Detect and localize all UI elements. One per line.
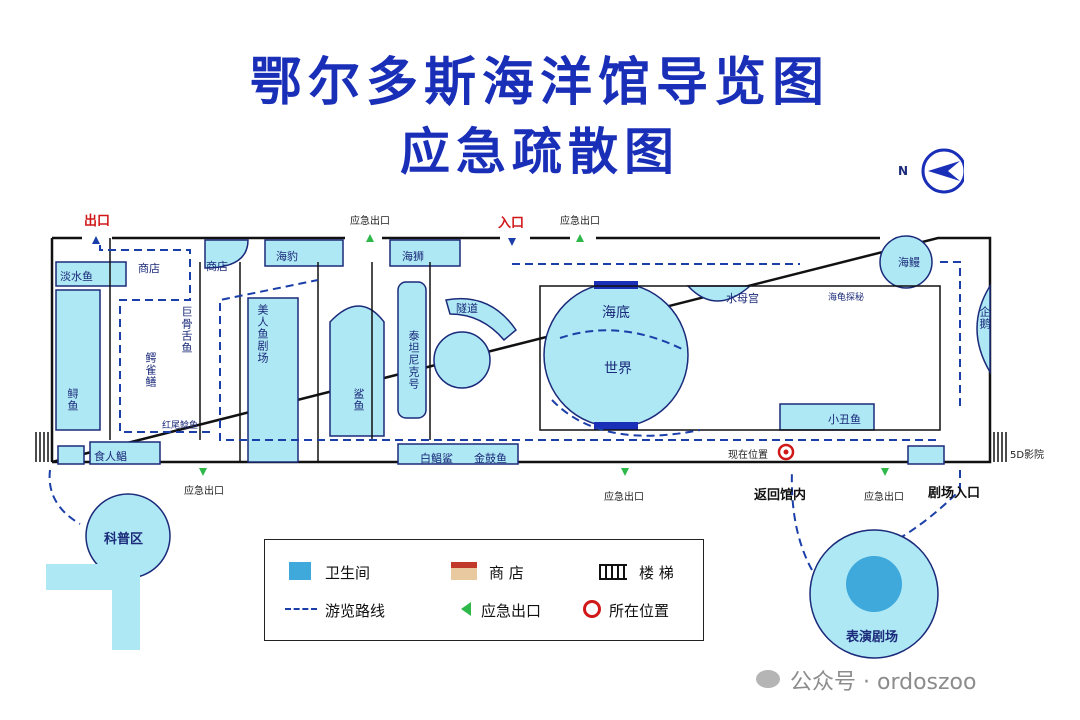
sealion-label: 海狮	[402, 250, 424, 263]
room-restroom-right	[907, 445, 945, 465]
mermaid-theater-label: 美人鱼剧场	[256, 304, 269, 364]
ocean-world-gate-top	[594, 281, 638, 289]
emergency-exit-markers	[199, 234, 889, 476]
eel-label: 海鳗	[898, 256, 920, 269]
legend-stairs: 楼 梯	[639, 564, 674, 582]
red-tail-catfish-label: 红尾鲶鱼	[162, 421, 199, 431]
room-shark	[329, 305, 385, 437]
room-restroom-left	[57, 445, 85, 465]
wechat-icon	[756, 670, 780, 688]
outer-wall	[50, 236, 992, 464]
shop-label-2: 商店	[206, 260, 228, 273]
stairs-right-icon	[993, 432, 1007, 462]
shark-label: 鲨鱼	[352, 388, 365, 412]
room-goldfish	[397, 443, 519, 465]
legend-emergency-exit: 应急出口	[481, 602, 542, 620]
route-tank-loop	[551, 329, 701, 437]
route-science	[48, 469, 81, 525]
room-mermaid	[247, 297, 299, 463]
partition-lines	[109, 238, 941, 462]
seal-label: 海豹	[276, 250, 298, 263]
show-theater-inner	[846, 556, 902, 612]
piranha-label: 食人鲳	[94, 450, 127, 463]
room-titanic	[397, 281, 427, 419]
titanic-label: 泰坦尼克号	[407, 330, 420, 390]
stairs-icon	[599, 564, 627, 580]
tunnel-label: 隧道	[456, 302, 478, 315]
room-seal	[264, 239, 344, 267]
theater-entrance-label: 剧场入口	[928, 486, 981, 501]
current-position-icon	[777, 443, 795, 461]
entrance-label: 入口	[498, 216, 525, 231]
route-theater-in	[899, 470, 961, 539]
legend-route: 游览路线	[325, 602, 386, 620]
shop-label-1: 商店	[138, 262, 160, 275]
route-line-icon	[285, 608, 317, 610]
emergency-exit-label-1: 应急出口	[350, 216, 390, 227]
legend-box: 卫生间 商 店 楼 梯 游览路线 应急出口 所在位置	[264, 539, 704, 641]
white-shark-label: 白鲳鲨	[420, 452, 453, 465]
room-freshwater	[55, 261, 127, 287]
arapaima-label: 巨骨舌鱼	[180, 306, 193, 354]
room-tunnel	[445, 297, 518, 342]
clownfish-label: 小丑鱼	[828, 413, 861, 426]
emergency-exit-label-4: 应急出口	[604, 492, 644, 503]
legend-shop: 商 店	[489, 564, 524, 582]
room-sealion	[389, 239, 461, 267]
sea-turtle-label: 海龟探秘	[828, 293, 865, 303]
compass-icon	[921, 148, 964, 194]
exit-label: 出口	[84, 214, 111, 229]
penguin-label: 企鹅	[978, 306, 991, 330]
room-tunnel-tank	[433, 331, 491, 389]
sturgeon-label: 鲟鱼	[66, 388, 79, 412]
map-title: 鄂尔多斯海洋馆导览图	[249, 53, 830, 113]
room-sturgeon	[55, 289, 101, 431]
emergency-exit-icon	[461, 602, 471, 616]
compass-north-label: N	[898, 164, 909, 178]
alligator-gar-label: 鳄雀鳝	[144, 352, 157, 388]
jellyfish-label: 水母宫	[726, 292, 759, 305]
ocean-world-bottom-label: 世界	[604, 361, 632, 377]
position-icon	[583, 600, 601, 618]
goldfish-label: 金鼓鱼	[474, 452, 507, 465]
map-subtitle: 应急疏散图	[400, 123, 680, 181]
room-piranha	[89, 441, 161, 465]
return-hall-label: 返回馆内	[754, 488, 807, 503]
room-eel	[879, 235, 933, 289]
cinema-5d-label: 5D影院	[1010, 450, 1045, 461]
science-area-block	[46, 564, 140, 650]
ocean-world-top-label: 海底	[602, 305, 630, 321]
entrance-arrow-icon	[508, 238, 516, 246]
stairs-left-icon	[35, 432, 49, 462]
emergency-exit-label-3: 应急出口	[184, 486, 224, 497]
room-shop-small	[204, 239, 249, 269]
tour-route	[99, 244, 961, 441]
freshwater-label: 淡水鱼	[60, 270, 93, 283]
room-penguin	[976, 283, 991, 375]
ocean-world-gate-bottom	[594, 422, 638, 430]
exit-arrow-icon	[92, 236, 100, 244]
legend-position: 所在位置	[609, 602, 670, 620]
science-area-label: 科普区	[104, 532, 144, 547]
watermark-text: 公众号 · ordoszoo	[790, 670, 977, 695]
show-theater-label: 表演剧场	[846, 630, 899, 645]
shop-icon	[451, 562, 477, 580]
compass: N	[898, 148, 968, 194]
emergency-exit-label-2: 应急出口	[560, 216, 600, 227]
restroom-icon	[289, 562, 311, 580]
legend-restroom: 卫生间	[325, 564, 371, 582]
emergency-exit-label-5: 应急出口	[864, 492, 904, 503]
current-position-label: 现在位置	[728, 450, 768, 461]
